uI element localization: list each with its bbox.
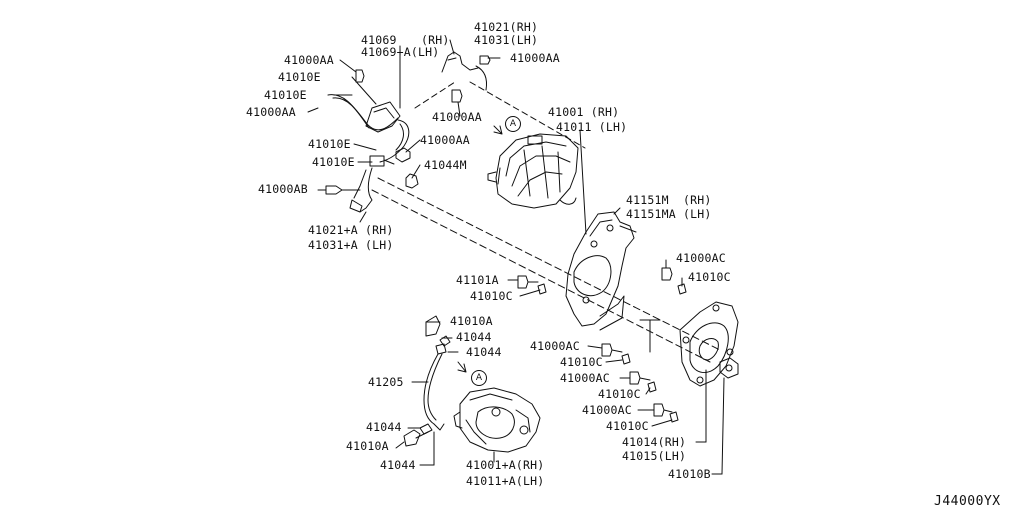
label-41151m-rh: 41151M (RH) — [626, 193, 712, 207]
label-41000ac-1: 41000AC — [530, 339, 580, 353]
label-41010b: 41010B — [668, 467, 711, 481]
label-41000ab: 41000AB — [258, 182, 308, 196]
label-41205: 41205 — [368, 375, 404, 389]
label-41000aa-mid: 41000AA — [432, 110, 482, 124]
label-41000aa-left-top: 41000AA — [284, 53, 334, 67]
label-41001-a-rh: 41001+A(RH) — [466, 458, 545, 472]
label-41031-lh: 41031(LH) — [474, 33, 539, 47]
label-rh-marker: (RH) — [421, 33, 450, 47]
rear-brake-hose — [403, 315, 451, 447]
fastener-bolts — [395, 147, 687, 423]
view-marker-a-lower: A — [471, 370, 487, 386]
label-41000aa-center: 41000AA — [420, 133, 470, 147]
label-41000ac-3: 41000AC — [582, 403, 632, 417]
label-41000aa-top-right: 41000AA — [510, 51, 560, 65]
label-41031-a-lh: 41031+A (LH) — [308, 238, 394, 252]
view-arrows — [457, 125, 503, 373]
label-41000ac-right: 41000AC — [676, 251, 726, 265]
label-41010c-right: 41010C — [688, 270, 731, 284]
label-41011-a-lh: 41011+A(LH) — [466, 474, 545, 488]
label-41010e-2: 41010E — [264, 88, 307, 102]
label-41069: 41069 — [361, 33, 397, 47]
label-41044-4: 41044 — [380, 458, 416, 472]
front-brake-caliper — [487, 133, 579, 209]
label-41021-rh: 41021(RH) — [474, 20, 539, 34]
label-41044m: 41044M — [424, 158, 467, 172]
label-41010a-top: 41010A — [450, 314, 493, 328]
upper-hose-bracket — [355, 51, 491, 103]
label-41010c-3: 41010C — [606, 419, 649, 433]
label-41069-a-lh: 41069+A(LH) — [361, 45, 440, 59]
label-41101a: 41101A — [456, 273, 499, 287]
upper-hose-axis — [414, 81, 586, 149]
label-41001-rh: 41001 (RH) — [548, 105, 620, 119]
label-41014-rh: 41014(RH) — [622, 435, 687, 449]
label-41010e-3: 41010E — [308, 137, 351, 151]
label-41010a-bottom: 41010A — [346, 439, 389, 453]
rear-brake-caliper — [453, 387, 541, 453]
label-41044-1: 41044 — [456, 330, 492, 344]
label-41011-lh: 41011 (LH) — [556, 120, 628, 134]
view-marker-a-upper: A — [505, 116, 521, 132]
label-41044-2: 41044 — [466, 345, 502, 359]
axle-knuckle-plate — [679, 301, 739, 387]
front-brake-hose-assembly — [325, 94, 410, 213]
label-41151ma-lh: 41151MA (LH) — [626, 207, 712, 221]
label-41010e-1: 41010E — [278, 70, 321, 84]
label-41010c-1: 41010C — [560, 355, 603, 369]
brake-dust-shield — [565, 211, 637, 331]
label-41015-lh: 41015(LH) — [622, 449, 687, 463]
leader-lines — [307, 39, 725, 475]
diagram-code: J44000YX — [934, 494, 1001, 509]
label-41044-3: 41044 — [366, 420, 402, 434]
label-41010c-mid: 41010C — [470, 289, 513, 303]
label-41000aa-left-2: 41000AA — [246, 105, 296, 119]
label-41021-a-rh: 41021+A (RH) — [308, 223, 394, 237]
label-41010e-4: 41010E — [312, 155, 355, 169]
label-41010c-2: 41010C — [598, 387, 641, 401]
axle-center-line — [371, 177, 721, 363]
label-41000ac-2: 41000AC — [560, 371, 610, 385]
